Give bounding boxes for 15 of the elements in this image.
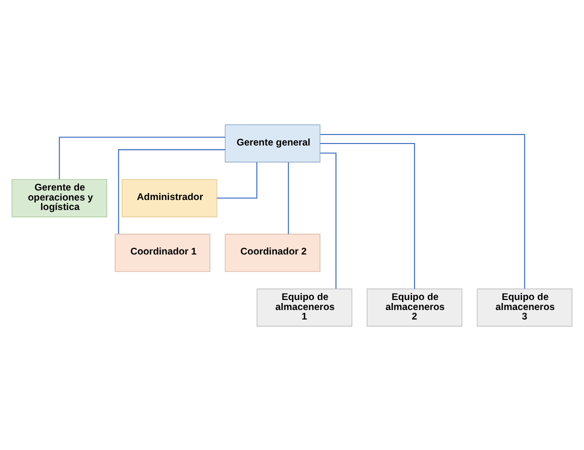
connector [216, 162, 258, 198]
connector [320, 133, 526, 288]
node-box: Equipo de almaceneros 3 [476, 288, 572, 326]
connector [288, 162, 289, 234]
node-box: Coordinador 2 [224, 233, 320, 272]
connector [320, 152, 336, 288]
connector [118, 148, 226, 234]
node-box: Administrador [122, 178, 218, 217]
node-box: Coordinador 1 [114, 233, 210, 272]
node-box: Gerente de operaciones y logística [12, 178, 108, 217]
node-box: Gerente general [224, 124, 320, 162]
connector [58, 136, 226, 179]
connector [320, 142, 416, 288]
node-box: Equipo de almaceneros 1 [256, 288, 352, 326]
node-box: Equipo de almaceneros 2 [366, 288, 462, 326]
